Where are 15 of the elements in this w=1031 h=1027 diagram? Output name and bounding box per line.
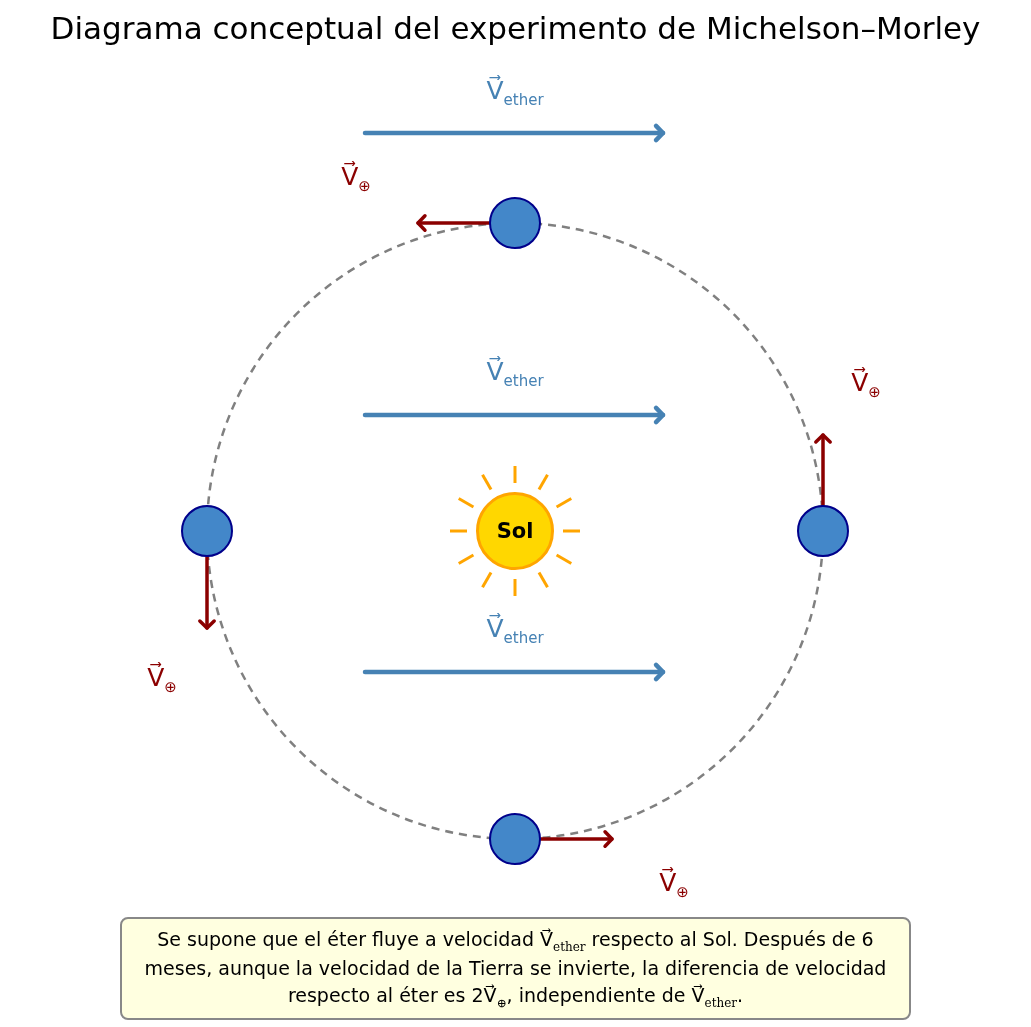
- earth-circle: [489, 813, 541, 865]
- vector-label: V⃗$_{ether}$: [486, 356, 544, 390]
- vector-label: V⃗$_{ether}$: [486, 75, 544, 109]
- earth-circle: [181, 505, 233, 557]
- sun-circle: [476, 492, 554, 570]
- vector-label: V⃗$_{ether}$: [486, 613, 544, 647]
- vector-label: V⃗$_{⊕}$: [659, 867, 689, 901]
- diagram-title: Diagrama conceptual del experimento de Michelson–Morley: [49, 10, 982, 46]
- vector-label: V⃗$_{⊕}$: [147, 662, 177, 696]
- sun-label: Sol: [495, 518, 535, 544]
- vector-label: V⃗$_{⊕}$: [851, 367, 881, 401]
- vector-label: V⃗$_{⊕}$: [341, 161, 371, 195]
- caption-text: Se supone que el éter fluye a velocidad V⃗$_{ether}$ respecto al Sol. Después de 6 meses, aunque la velocidad de la Tierra se invierte, la diferencia de velocidad respecto al éter es 2V⃗$_{⊕}$, independiente de V⃗$_{ether}$.: [143, 926, 888, 1012]
- earth-circle: [489, 197, 541, 249]
- earth-circle: [797, 505, 849, 557]
